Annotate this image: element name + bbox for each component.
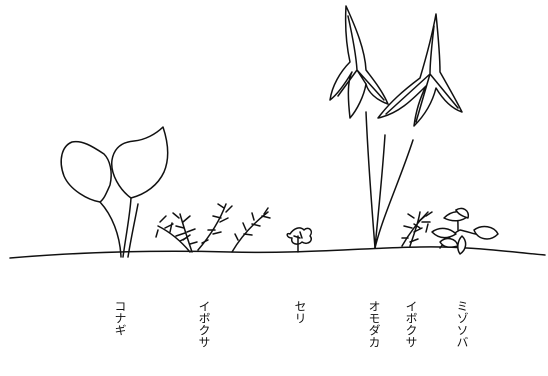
plant-label: コナギ — [113, 300, 127, 336]
plant-label: イボクサ — [197, 300, 211, 348]
seri-plant-icon — [286, 227, 313, 253]
ground-line — [9, 246, 546, 259]
ibokusa-plant-icon — [401, 211, 433, 247]
konagi-plant-icon — [60, 126, 169, 258]
plant-label: ミゾソバ — [455, 300, 469, 348]
plant-label: イボクサ — [404, 300, 418, 348]
plant-label: セリ — [293, 300, 307, 324]
omodaka-plant-icon — [329, 5, 463, 249]
mizosoba-plant-icon — [431, 207, 499, 255]
ibokusa-plant-icon — [155, 203, 271, 253]
plant-label: オモダカ — [367, 300, 381, 348]
